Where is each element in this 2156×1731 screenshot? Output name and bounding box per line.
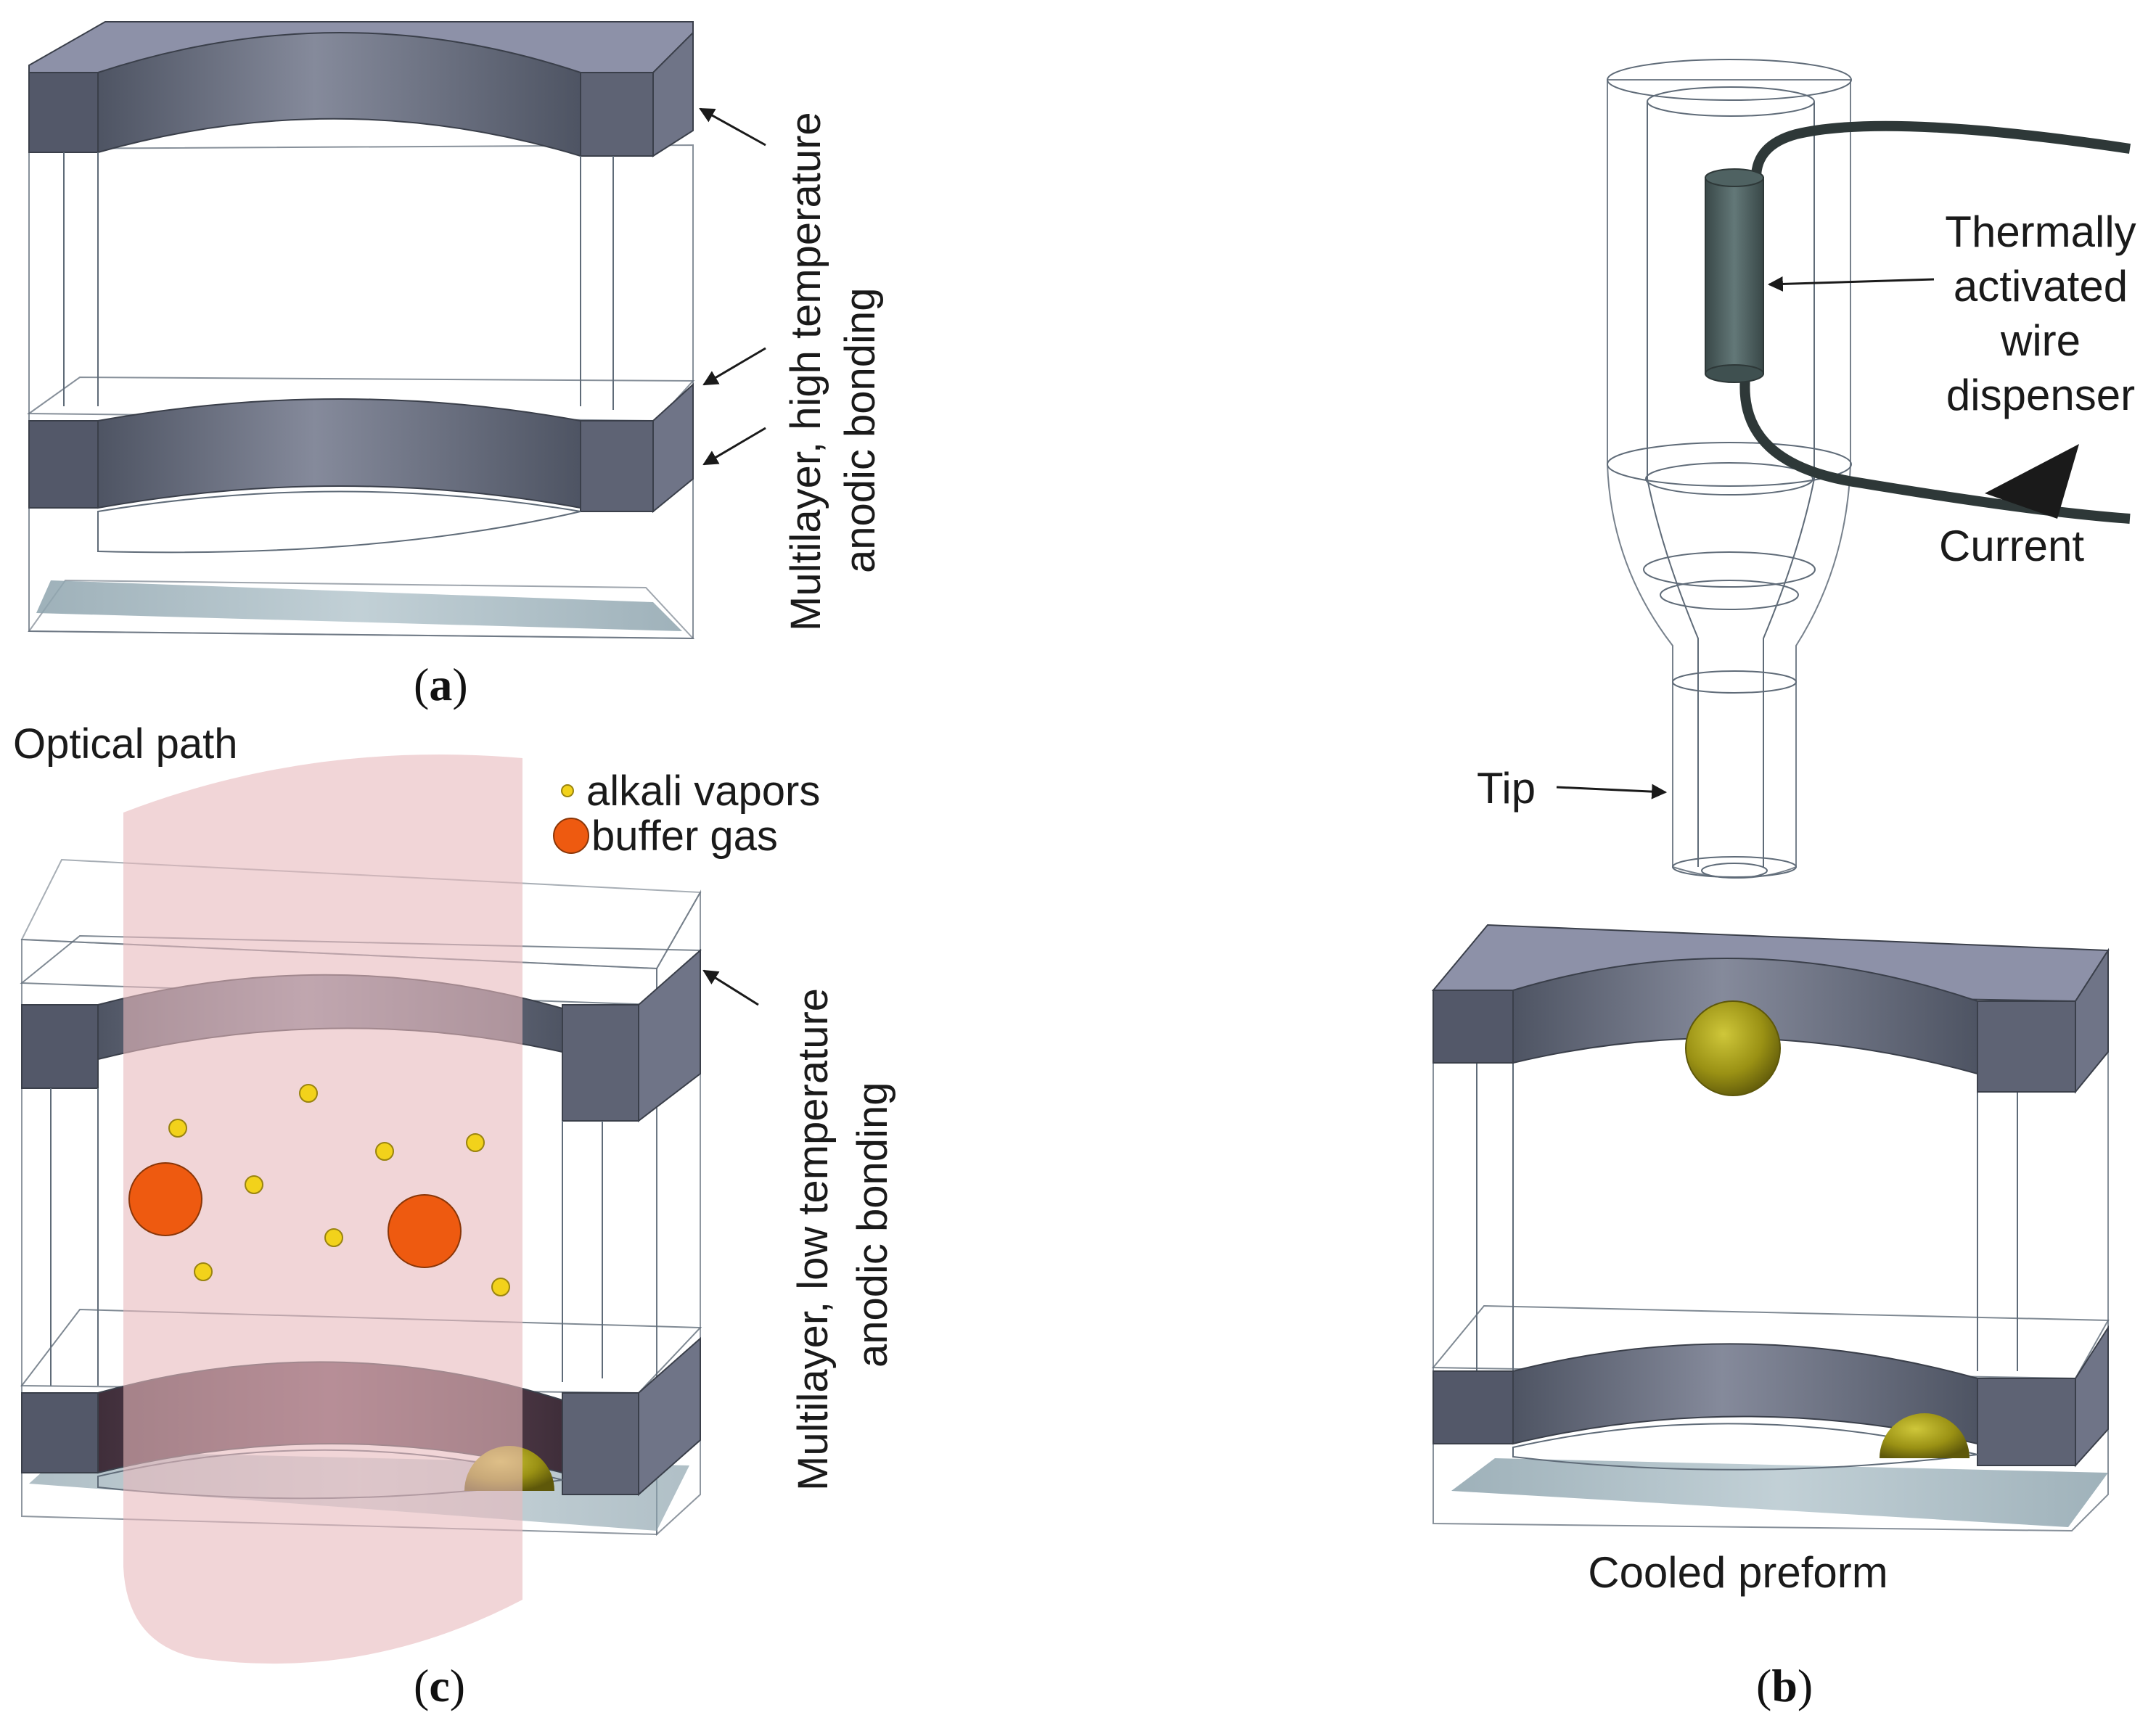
wire-dispenser-tube: [1705, 168, 1764, 383]
dispenser-arrow: [1767, 276, 1935, 292]
top-frame-a: [28, 21, 694, 157]
annotation-line1-a: Multilayer, high temperature: [782, 112, 829, 631]
buffer-gas-molecule: [128, 1162, 202, 1236]
preform-label: Cooled preform: [1588, 1548, 1888, 1597]
wire-upper: [1751, 120, 2131, 178]
annotation-line1-c: Multilayer, low temperature: [790, 988, 837, 1491]
legend-alkali-label: alkali vapors: [586, 768, 820, 815]
panel-label-a: (a): [414, 659, 468, 710]
annotation-arrows-a: [699, 107, 766, 466]
annotation-arrow-c: [702, 969, 759, 1006]
current-arrowhead: [1985, 444, 2079, 519]
alkali-vapor-atoms: [168, 1084, 510, 1296]
panel-a: Multilayer, high temperature anodic bond…: [26, 21, 884, 710]
alkali-atom: [194, 1262, 213, 1281]
alkali-atom: [168, 1119, 187, 1138]
legend-alkali-swatch: [561, 784, 574, 797]
dispenser-vessel: [1607, 59, 1852, 879]
panel-c: alkali vapors buffer gas Optical path Mu…: [13, 720, 896, 1711]
optical-path-label: Optical path: [13, 720, 238, 768]
panel-b: Thermally activated wire dispenser Curre…: [1431, 59, 2136, 1711]
tip-label: Tip: [1477, 764, 1536, 813]
panel-label-c: (c): [414, 1660, 465, 1711]
dispenser-label-line4: dispenser: [1946, 371, 2135, 419]
annotation-line2-c: anodic bonding: [849, 1082, 896, 1368]
glass-walls-c: [50, 1088, 603, 1386]
annotation-line2-a: anodic bonding: [837, 288, 884, 573]
buffer-gas-molecule: [388, 1194, 462, 1268]
bottom-frame-a: [26, 376, 695, 554]
dispenser-label-line1: Thermally: [1945, 207, 2136, 256]
optical-path-beam: [123, 755, 522, 1664]
legend-buffer-label: buffer gas: [591, 813, 778, 860]
current-label: Current: [1939, 522, 2084, 570]
legend-buffer-swatch: [553, 818, 589, 854]
legend-c: alkali vapors buffer gas: [553, 768, 820, 860]
alkali-atom: [491, 1278, 510, 1296]
panel-label-b: (b): [1756, 1660, 1813, 1711]
buffer-gas-molecules: [128, 1162, 462, 1268]
tip-arrow: [1556, 784, 1668, 799]
alkali-atom: [375, 1142, 394, 1161]
wire-lower: [1739, 377, 2131, 524]
bottom-frame-b: [1431, 1304, 2110, 1471]
alkali-atom: [245, 1175, 263, 1194]
alkali-atom: [466, 1133, 485, 1152]
dispenser-label-line3: wire: [2000, 316, 2081, 365]
floor-glass-b: [1451, 1458, 2108, 1527]
glass-walls-a: [63, 152, 614, 410]
dispenser-label-line2: activated: [1954, 262, 2128, 311]
alkali-droplet-bottom-b: [1880, 1413, 1969, 1458]
alkali-droplet-top-b: [1685, 1000, 1781, 1096]
alkali-atom: [299, 1084, 318, 1103]
floor-glass-a: [36, 580, 682, 631]
glass-body-a: [28, 144, 695, 640]
alkali-atom: [324, 1228, 343, 1247]
